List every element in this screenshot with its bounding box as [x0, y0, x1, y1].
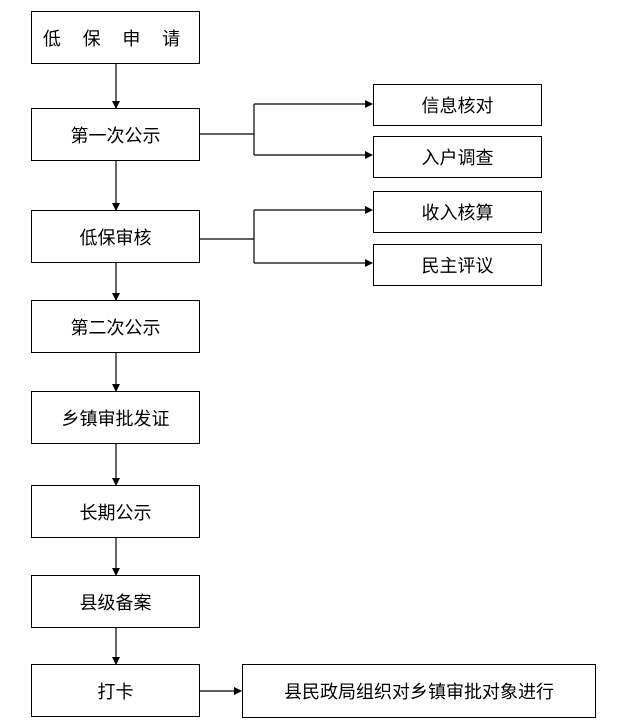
- side-household-survey: 入户调查: [373, 136, 542, 178]
- branch-first-publicity: [200, 100, 373, 159]
- step-county-filing-label: 县级备案: [79, 592, 152, 614]
- step-second-publicity: 第二次公示: [31, 300, 200, 353]
- side-info-verify-label: 信息核对: [421, 96, 494, 117]
- side-income-calc-label: 收入核算: [421, 203, 494, 224]
- branch-review: [200, 206, 373, 267]
- step-town-approval-label: 乡镇审批发证: [61, 408, 170, 430]
- side-democratic-review: 民主评议: [373, 244, 542, 286]
- note-county-inspection: 县民政局组织对乡镇审批对象进行: [242, 664, 596, 718]
- step-long-term-publicity-label: 长期公示: [79, 502, 152, 524]
- side-democratic-review-label: 民主评议: [421, 256, 494, 277]
- step-review: 低保审核: [31, 210, 200, 263]
- step-review-label: 低保审核: [79, 227, 152, 249]
- step-card-issue: 打卡: [31, 664, 200, 717]
- step-apply-label: 低 保 申 请: [42, 28, 189, 50]
- step-town-approval: 乡镇审批发证: [31, 391, 200, 444]
- step-first-publicity: 第一次公示: [31, 108, 200, 161]
- step-county-filing: 县级备案: [31, 575, 200, 628]
- side-info-verify: 信息核对: [373, 84, 542, 126]
- side-household-survey-label: 入户调查: [421, 148, 494, 169]
- step-first-publicity-label: 第一次公示: [70, 125, 161, 147]
- step-second-publicity-label: 第二次公示: [70, 317, 161, 339]
- step-card-issue-label: 打卡: [97, 681, 134, 703]
- step-long-term-publicity: 长期公示: [31, 485, 200, 538]
- note-county-inspection-label: 县民政局组织对乡镇审批对象进行: [284, 682, 554, 703]
- step-apply: 低 保 申 请: [31, 11, 200, 64]
- side-income-calc: 收入核算: [373, 191, 542, 233]
